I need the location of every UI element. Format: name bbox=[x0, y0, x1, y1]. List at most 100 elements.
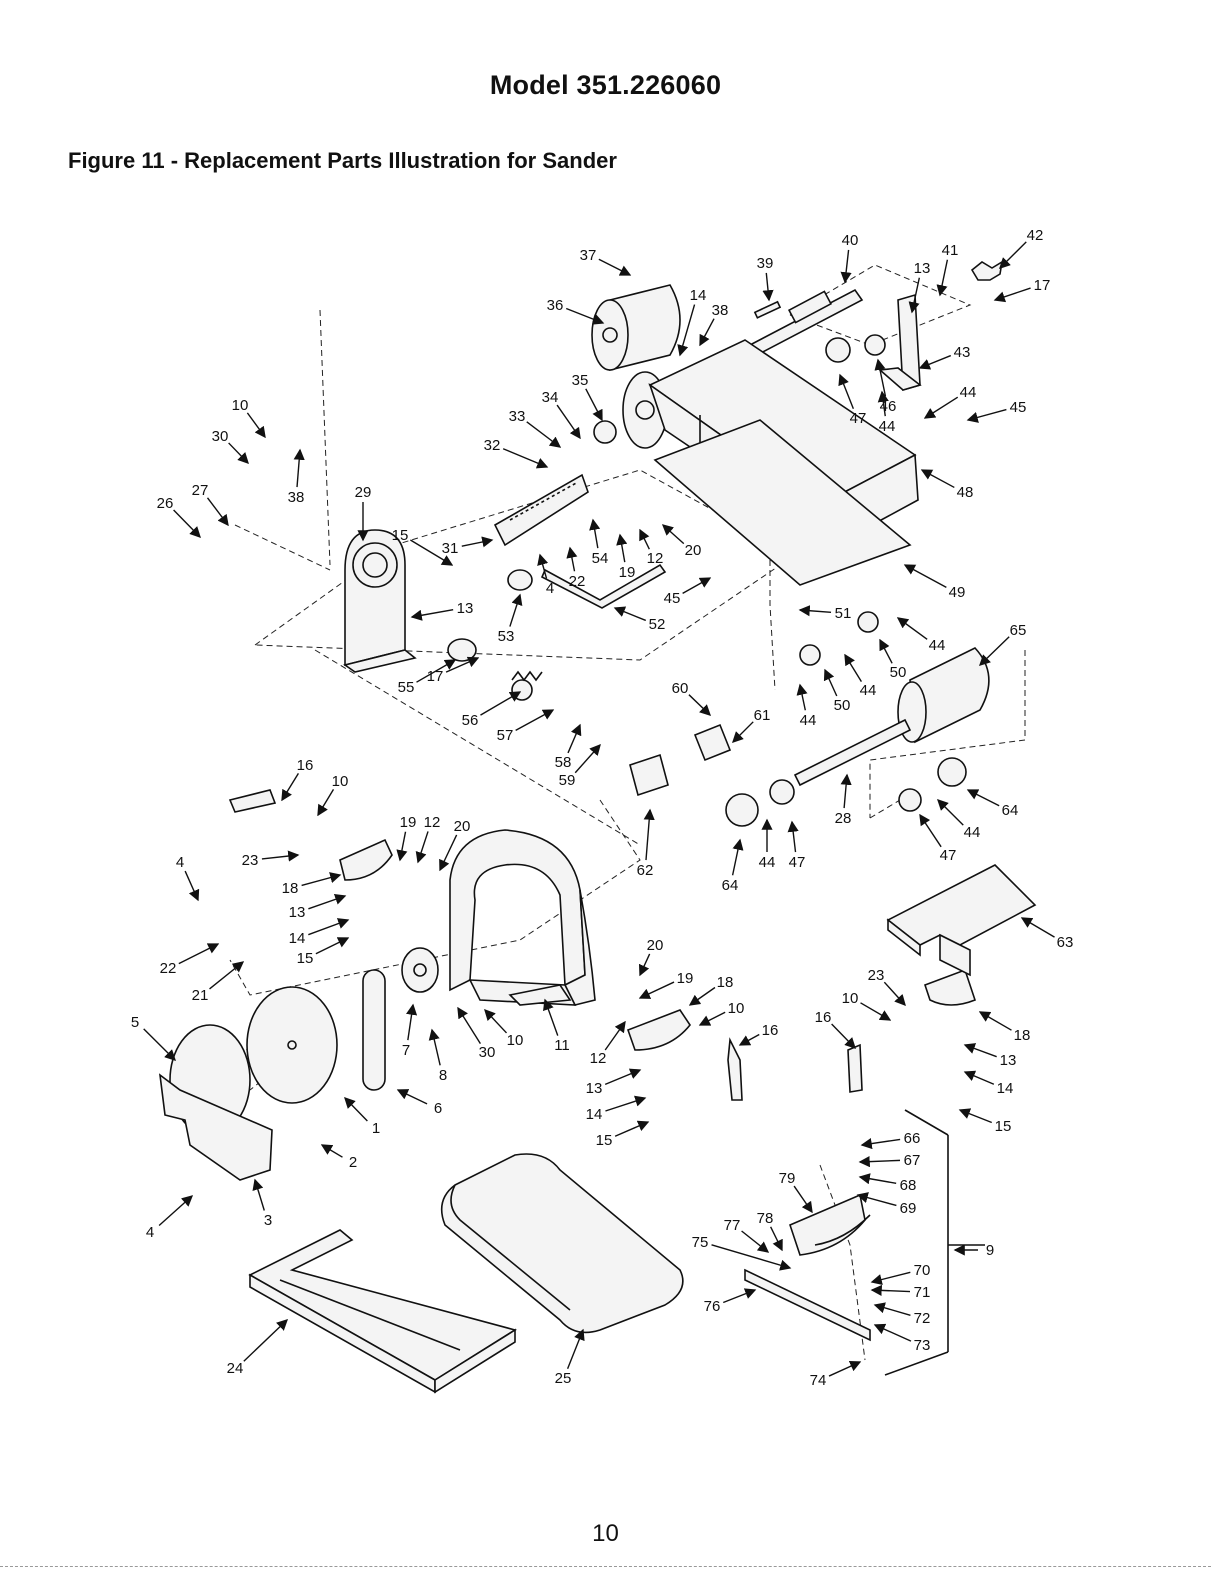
callout-leader-16 bbox=[738, 1033, 760, 1046]
bearing-housing bbox=[343, 529, 417, 673]
coupling bbox=[447, 638, 477, 662]
callout-leader-42 bbox=[999, 241, 1027, 269]
callout-label-40: 40 bbox=[842, 232, 859, 249]
callout-leader-10 bbox=[317, 789, 335, 817]
callout-leader-28 bbox=[840, 773, 852, 809]
callout-label-47: 47 bbox=[940, 847, 957, 864]
callout-label-29: 29 bbox=[355, 484, 372, 501]
bushing bbox=[864, 334, 886, 356]
callout-leader-13 bbox=[908, 277, 921, 314]
callout-label-22: 22 bbox=[160, 960, 177, 977]
callout-label-45: 45 bbox=[664, 590, 681, 607]
callout-leader-41 bbox=[936, 259, 949, 297]
callout-label-57: 57 bbox=[497, 727, 514, 744]
callout-leader-22 bbox=[566, 546, 578, 572]
callout-label-21: 21 bbox=[192, 987, 209, 1004]
callout-label-19: 19 bbox=[619, 564, 636, 581]
callout-leader-54 bbox=[589, 518, 601, 549]
callout-leader-45 bbox=[966, 408, 1007, 423]
callout-label-42: 42 bbox=[1027, 227, 1044, 244]
callout-leader-22 bbox=[178, 943, 220, 965]
callout-leader-14 bbox=[605, 1095, 647, 1112]
bearing bbox=[593, 420, 617, 444]
callout-leader-44 bbox=[796, 683, 808, 711]
callout-leader-50 bbox=[823, 668, 838, 697]
callout-label-63: 63 bbox=[1057, 934, 1074, 951]
tilt-rod bbox=[540, 563, 667, 609]
callout-leader-47 bbox=[919, 813, 942, 848]
callout-leader-66 bbox=[860, 1138, 901, 1150]
callout-label-77: 77 bbox=[724, 1217, 741, 1234]
callout-leader-10 bbox=[484, 1008, 508, 1034]
drive-coupling bbox=[629, 753, 669, 797]
callout-label-12: 12 bbox=[590, 1050, 607, 1067]
callout-leader-60 bbox=[688, 694, 712, 716]
callout-label-73: 73 bbox=[914, 1337, 931, 1354]
callout-label-66: 66 bbox=[904, 1130, 921, 1147]
callout-leader-13 bbox=[963, 1043, 997, 1058]
callout-leader-48 bbox=[920, 469, 955, 489]
callout-leader-18 bbox=[978, 1011, 1012, 1031]
callout-leader-6 bbox=[396, 1089, 428, 1105]
sanding-belt bbox=[440, 1153, 684, 1334]
callout-label-1: 1 bbox=[372, 1120, 380, 1137]
callout-leader-27 bbox=[206, 497, 229, 527]
callout-label-44: 44 bbox=[964, 824, 981, 841]
callout-label-14: 14 bbox=[289, 930, 306, 947]
callout-leader-39 bbox=[762, 272, 774, 302]
model-title: Model 351.226060 bbox=[489, 70, 722, 100]
callout-leader-20 bbox=[661, 524, 685, 545]
trunnion-left bbox=[339, 838, 393, 881]
disc-guard bbox=[449, 829, 596, 1006]
callout-label-8: 8 bbox=[439, 1067, 447, 1084]
callout-label-53: 53 bbox=[498, 628, 515, 645]
callout-labels: 1234445678910101010101112121213131313131… bbox=[131, 227, 1074, 1389]
callout-label-48: 48 bbox=[957, 484, 974, 501]
callout-label-16: 16 bbox=[762, 1022, 779, 1039]
callout-leader-20 bbox=[638, 953, 651, 977]
callout-leader-63 bbox=[1020, 917, 1055, 938]
callout-label-61: 61 bbox=[754, 707, 771, 724]
callout-leader-47 bbox=[787, 820, 799, 853]
callout-leader-77 bbox=[741, 1230, 770, 1253]
callout-leader-74 bbox=[828, 1360, 862, 1377]
callout-leader-25 bbox=[566, 1328, 585, 1370]
callout-label-43: 43 bbox=[954, 344, 971, 361]
callout-label-23: 23 bbox=[868, 967, 885, 984]
key bbox=[753, 300, 782, 319]
callout-label-14: 14 bbox=[997, 1080, 1014, 1097]
callout-label-10: 10 bbox=[232, 397, 249, 414]
callout-leader-47 bbox=[838, 373, 855, 410]
callout-leader-26 bbox=[173, 509, 201, 539]
callout-leader-17 bbox=[445, 656, 480, 673]
callout-label-31: 31 bbox=[442, 540, 459, 557]
callout-label-23: 23 bbox=[242, 852, 259, 869]
callout-leader-56 bbox=[480, 691, 522, 716]
callout-label-17: 17 bbox=[1034, 277, 1051, 294]
callout-leader-51 bbox=[798, 605, 832, 617]
callout-leader-62 bbox=[643, 808, 655, 861]
callout-label-44: 44 bbox=[860, 682, 877, 699]
callout-label-13: 13 bbox=[289, 904, 306, 921]
callout-leader-21 bbox=[209, 961, 245, 990]
callout-leader-44 bbox=[923, 396, 959, 419]
idler-shaft bbox=[793, 718, 912, 787]
callout-label-64: 64 bbox=[1002, 802, 1019, 819]
callout-label-15: 15 bbox=[995, 1118, 1012, 1135]
callout-label-18: 18 bbox=[717, 974, 734, 991]
callout-label-20: 20 bbox=[647, 937, 664, 954]
callout-label-62: 62 bbox=[637, 862, 654, 879]
miter-gauge bbox=[744, 1109, 985, 1376]
callout-label-13: 13 bbox=[586, 1080, 603, 1097]
callout-leader-3 bbox=[252, 1178, 265, 1211]
callout-label-47: 47 bbox=[850, 410, 867, 427]
callout-label-13: 13 bbox=[914, 260, 931, 277]
callout-leader-10 bbox=[860, 1002, 892, 1021]
bushing bbox=[799, 644, 821, 666]
callout-label-44: 44 bbox=[960, 384, 977, 401]
callout-leader-32 bbox=[502, 448, 549, 469]
callout-label-76: 76 bbox=[704, 1298, 721, 1315]
callout-leader-19 bbox=[638, 981, 675, 999]
callout-label-74: 74 bbox=[810, 1372, 827, 1389]
